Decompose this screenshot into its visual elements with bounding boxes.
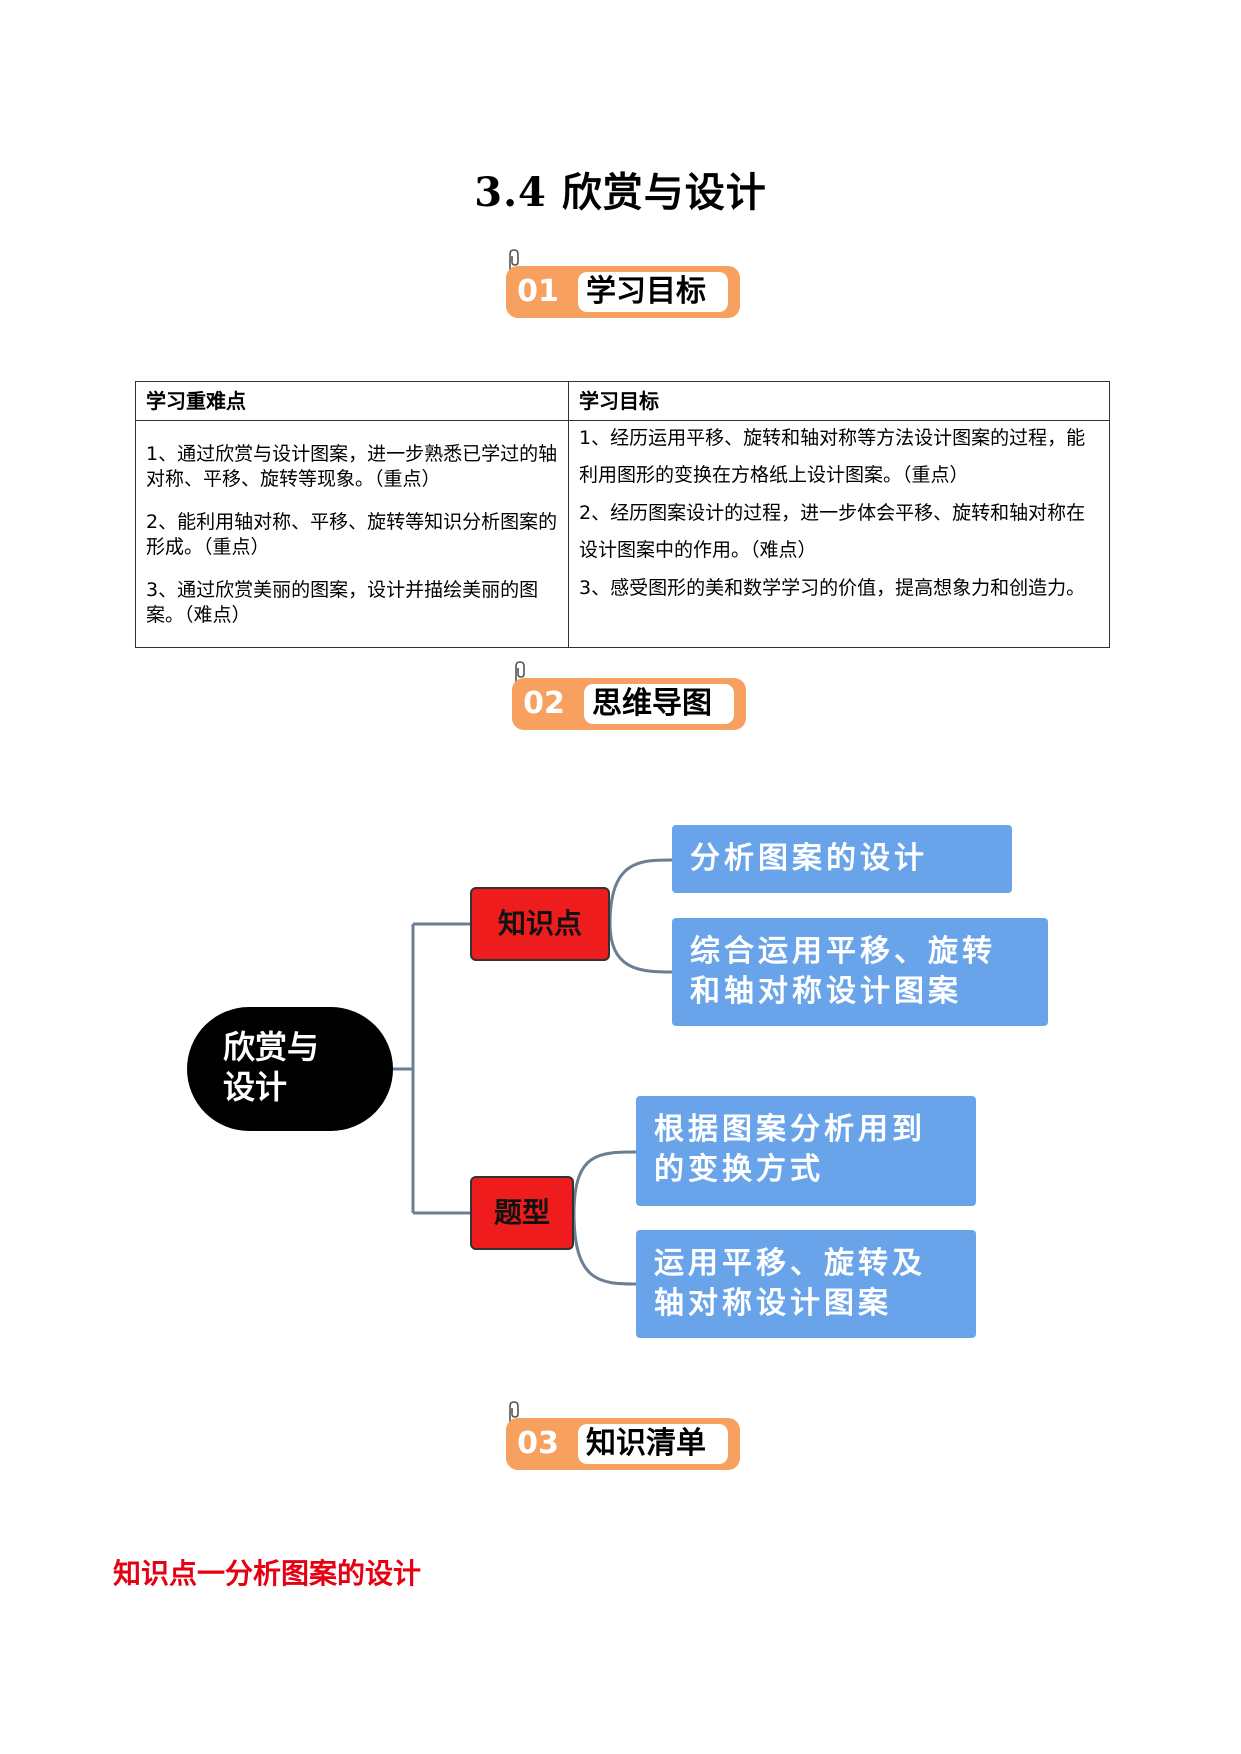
mindmap-leaf-node: 运用平移、旋转及 轴对称设计图案 <box>636 1230 976 1338</box>
table-header-objectives: 学习目标 <box>579 389 659 413</box>
section-number: 03 <box>517 1426 559 1461</box>
paperclip-icon <box>515 661 525 684</box>
section-badge-knowledge-list: 03 知识清单 <box>500 1400 740 1470</box>
mindmap-branch-knowledge: 知识点 <box>470 887 610 961</box>
paperclip-icon <box>509 1401 519 1424</box>
section-badge-objectives: 01 学习目标 <box>500 248 740 318</box>
section-label: 知识清单 <box>578 1424 728 1464</box>
section-label: 思维导图 <box>584 684 734 724</box>
section-number: 01 <box>517 274 559 309</box>
paperclip-icon <box>509 249 519 272</box>
mindmap-leaf-node: 根据图案分析用到 的变换方式 <box>636 1096 976 1206</box>
difficulties-cell: 1、通过欣赏与设计图案，进一步熟悉已学过的轴对称、平移、旋转等现象。（重点） 2… <box>146 442 558 646</box>
list-item: 2、能利用轴对称、平移、旋转等知识分析图案的形成。（重点） <box>146 511 558 558</box>
section-number: 02 <box>523 686 565 721</box>
mindmap-branch-question-types: 题型 <box>470 1176 574 1250</box>
list-item: 2、经历图案设计的过程，进一步体会平移、旋转和轴对称在设计图案中的作用。（难点） <box>579 502 1086 561</box>
knowledge-point-heading: 知识点一分析图案的设计 <box>113 1557 422 1590</box>
objectives-table: 学习重难点 学习目标 1、通过欣赏与设计图案，进一步熟悉已学过的轴对称、平移、旋… <box>135 381 1110 648</box>
list-item: 3、通过欣赏美丽的图案，设计并描绘美丽的图案。（难点） <box>146 579 539 626</box>
section-label: 学习目标 <box>578 272 728 312</box>
mind-map-connectors <box>393 858 673 1286</box>
list-item: 3、感受图形的美和数学学习的价值，提高想象力和创造力。 <box>579 577 1086 599</box>
mindmap-leaf-node: 综合运用平移、旋转 和轴对称设计图案 <box>672 918 1048 1026</box>
list-item: 1、通过欣赏与设计图案，进一步熟悉已学过的轴对称、平移、旋转等现象。（重点） <box>146 443 558 490</box>
list-item: 1、经历运用平移、旋转和轴对称等方法设计图案的过程，能利用图形的变换在方格纸上设… <box>579 427 1086 486</box>
page-title: 3.4 欣赏与设计 <box>474 169 767 216</box>
mindmap-leaf-node: 分析图案的设计 <box>672 825 1012 893</box>
objectives-cell: 1、经历运用平移、旋转和轴对称等方法设计图案的过程，能利用图形的变换在方格纸上设… <box>579 420 1104 608</box>
table-header-difficulties: 学习重难点 <box>146 389 246 413</box>
mindmap-root-node: 欣赏与 设计 <box>187 1007 393 1131</box>
section-badge-mindmap: 02 思维导图 <box>506 660 746 730</box>
mind-map: 欣赏与 设计 知识点 题型 分析图案的设计 综合运用平移、旋转 和轴对称设计图案… <box>0 760 1241 1380</box>
